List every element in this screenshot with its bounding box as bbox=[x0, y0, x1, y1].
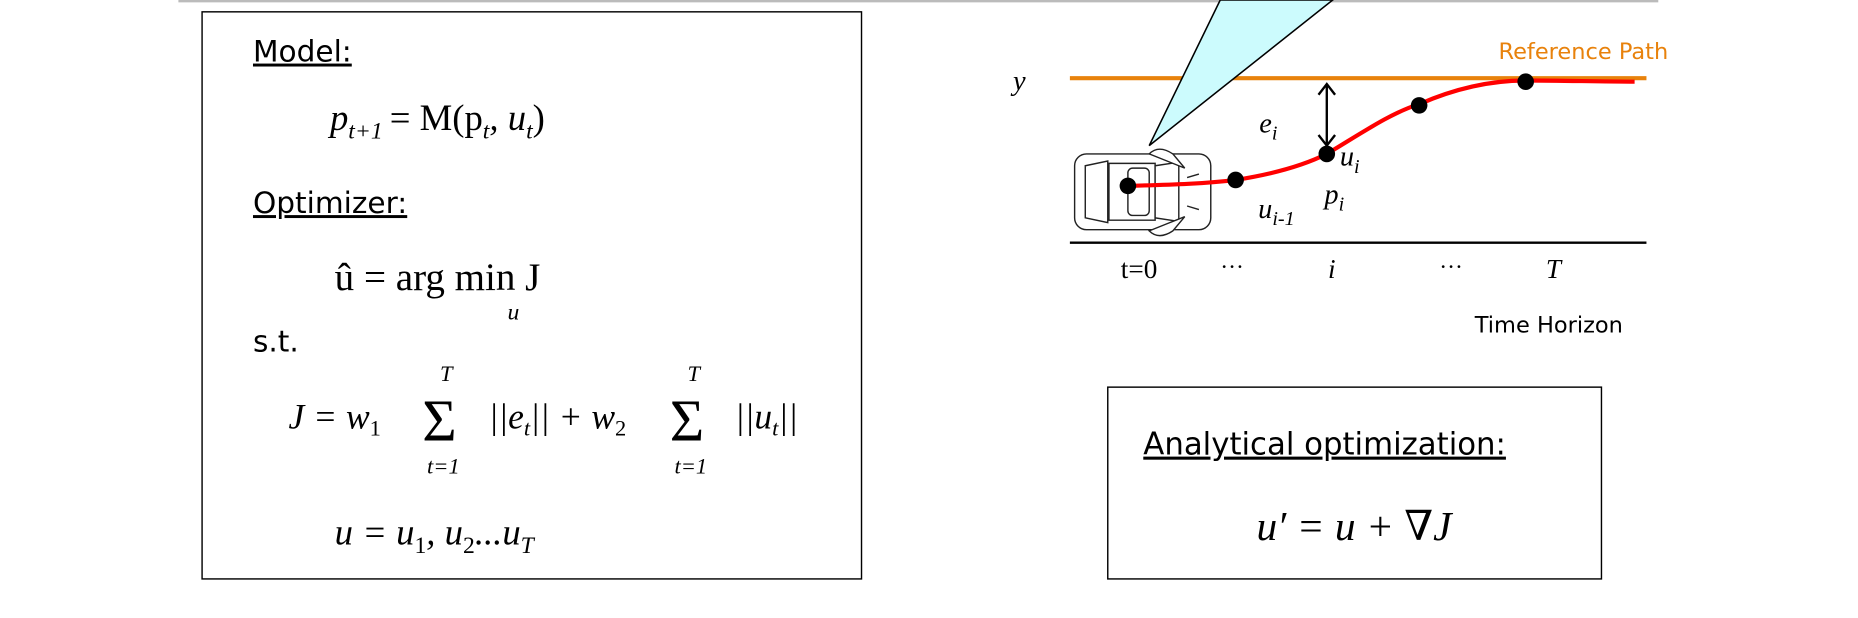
analytical-optimization-panel: Analytical optimization: u′ = u + ∇J bbox=[1107, 386, 1603, 580]
sum-top-1: T bbox=[440, 361, 454, 386]
sum-bottom-1: t=1 bbox=[427, 454, 460, 479]
error-label: ei bbox=[1259, 109, 1277, 145]
control-sequence-equation: u = u1, u2...uT bbox=[335, 512, 536, 559]
panel-border bbox=[1107, 386, 1603, 580]
trajectory-point bbox=[1410, 97, 1428, 114]
trajectory-point bbox=[1119, 177, 1137, 195]
y-label: y bbox=[1010, 66, 1026, 97]
sensor-cone bbox=[1148, 0, 1334, 147]
predicted-trajectory bbox=[1127, 78, 1635, 188]
tick-dots-1: ··· bbox=[1220, 255, 1244, 281]
tick-i: i bbox=[1328, 254, 1336, 284]
model-heading: Model: bbox=[253, 35, 352, 69]
trajectory-point bbox=[1227, 171, 1244, 189]
time-horizon-label: Time Horizon bbox=[1474, 313, 1623, 339]
subject-to-label: s.t. bbox=[253, 325, 299, 359]
model-optimizer-panel: Model: pt+1= M(pt, ut) Optimizer: û = ar… bbox=[201, 11, 863, 580]
argmin-equation: û = arg min J bbox=[335, 256, 541, 299]
svg-text:||ut||: ||ut|| bbox=[735, 397, 798, 441]
position-label: pi bbox=[1322, 180, 1344, 216]
trajectory-point bbox=[1517, 73, 1534, 90]
sum-bottom-2: t=1 bbox=[674, 454, 707, 479]
tick-dots-2: ··· bbox=[1439, 255, 1463, 281]
sum-top-2: T bbox=[687, 361, 701, 386]
gradient-update-equation: u′ = u + ∇J bbox=[1256, 503, 1453, 549]
previous-control-label: ui-1 bbox=[1258, 194, 1295, 230]
cost-equation: J = w1 Σ T t=1 ||et|| + w2 Σ T t=1 ||ut|… bbox=[289, 361, 798, 478]
trajectory-diagram: y Reference Path ei ui pi ui-1 t bbox=[1010, 0, 1668, 339]
sum-symbol-2: Σ bbox=[670, 387, 704, 453]
svg-text:||et|| + w2: ||et|| + w2 bbox=[489, 397, 627, 441]
analytical-heading: Analytical optimization: bbox=[1143, 427, 1506, 463]
tick-t0: t=0 bbox=[1121, 254, 1158, 284]
argmin-subscript: u bbox=[508, 300, 520, 326]
car-icon bbox=[1073, 148, 1212, 237]
control-label: ui bbox=[1340, 142, 1360, 178]
error-arrow bbox=[1317, 82, 1337, 148]
panel-border bbox=[201, 11, 863, 580]
trajectory-point bbox=[1318, 145, 1336, 163]
model-equation: pt+1= M(pt, ut) bbox=[327, 97, 545, 144]
optimizer-heading: Optimizer: bbox=[253, 186, 407, 220]
svg-text:J = w1: J = w1 bbox=[289, 397, 381, 441]
reference-path-label: Reference Path bbox=[1498, 39, 1668, 65]
sum-symbol-1: Σ bbox=[422, 387, 456, 453]
tick-T: T bbox=[1546, 254, 1563, 284]
